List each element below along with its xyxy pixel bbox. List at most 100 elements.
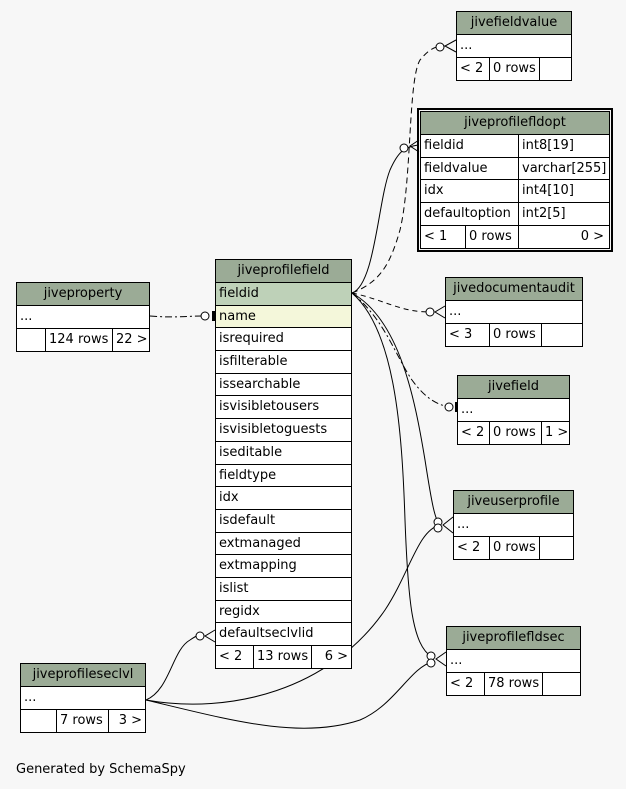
marker-seclvlid [195, 631, 205, 641]
marker-userprofile-2 [433, 523, 443, 533]
marker-docaudit [425, 307, 435, 317]
table-header: jivefieldvalue [457, 12, 571, 35]
parents-count: < 2 [458, 421, 490, 444]
edge-seclvl-userprofile [145, 524, 441, 705]
table-jiveprofileseclvl[interactable]: jiveprofileseclvl ... 7 rows 3 > [20, 663, 146, 733]
parents-count: < 2 [216, 646, 254, 668]
edge-jivedocumentaudit [351, 292, 431, 313]
row-count: 78 rows [485, 672, 543, 695]
marker-property [200, 311, 210, 321]
table-row: regidx [216, 601, 351, 624]
table-row: isfilterable [216, 351, 351, 374]
table-jiveprofilefield[interactable]: jiveprofilefield fieldid name isrequired… [215, 259, 352, 669]
marker-fieldvalue [435, 42, 445, 52]
table-row: issearchable [216, 374, 351, 397]
generated-by-credit: Generated by SchemaSpy [16, 762, 186, 777]
children-count: 3 > [118, 712, 142, 728]
parents-count [21, 709, 57, 732]
marker-fldsec-2 [426, 658, 436, 668]
parents-count [17, 328, 46, 351]
children-count: 0 > [580, 228, 604, 244]
table-footer: < 1 0 rows 0 > [421, 225, 609, 248]
parents-count: < 2 [447, 672, 485, 695]
table-row: ... [446, 301, 582, 324]
edge-jiveproperty [149, 315, 206, 318]
table-row: name [216, 305, 351, 329]
edge-jivefield [351, 292, 451, 408]
table-row: extmapping [216, 555, 351, 578]
row-count: 0 rows [490, 57, 540, 80]
table-row: fieldtype [216, 465, 351, 488]
table-row: ... [454, 514, 573, 537]
table-jiveprofilefldsec[interactable]: jiveprofilefldsec ... < 2 78 rows [446, 626, 581, 696]
table-header: jiveprofilefldopt [421, 112, 609, 135]
edge-jiveprofilefldopt [351, 144, 419, 294]
table-footer: < 2 78 rows [447, 672, 580, 695]
table-row: fieldid int8[19] [421, 135, 609, 158]
row-count: 0 rows [466, 225, 519, 248]
edge-seclvl-field [145, 634, 201, 701]
edge-seclvl-fldsec [145, 661, 433, 729]
parents-count: < 2 [457, 57, 490, 80]
row-count: 0 rows [490, 421, 542, 444]
table-header: jiveproperty [17, 283, 149, 306]
table-footer: < 2 0 rows 1 > [458, 421, 569, 444]
table-row: ... [457, 35, 571, 58]
table-row: defaultseclvlid [216, 623, 351, 646]
table-row: extmanaged [216, 533, 351, 556]
children-count [542, 324, 582, 346]
row-count: 0 rows [490, 536, 540, 559]
table-row: fieldid [216, 283, 351, 306]
table-footer: < 2 13 rows 6 > [216, 646, 351, 668]
row-count: 124 rows [46, 328, 113, 351]
table-jiveproperty[interactable]: jiveproperty ... 124 rows 22 > [16, 282, 150, 352]
table-header: jiveprofilefldsec [447, 627, 580, 650]
table-footer: < 3 0 rows [446, 323, 582, 346]
table-header: jiveprofileseclvl [21, 664, 145, 687]
column-name: defaultoption [421, 203, 519, 225]
table-row: isrequired [216, 328, 351, 352]
edge-jiveuserprofile [351, 292, 441, 526]
table-row: ... [458, 399, 569, 422]
table-header: jivedocumentaudit [446, 278, 582, 301]
table-row: isvisibletousers [216, 396, 351, 420]
table-row: idx [216, 487, 351, 510]
table-row: isdefault [216, 510, 351, 533]
table-row: ... [17, 306, 149, 329]
table-jiveuserprofile[interactable]: jiveuserprofile ... < 2 0 rows [453, 490, 574, 560]
table-jivedocumentaudit[interactable]: jivedocumentaudit ... < 3 0 rows [445, 277, 583, 347]
table-footer: 124 rows 22 > [17, 328, 149, 351]
column-type: int8[19] [522, 138, 574, 153]
table-footer: 7 rows 3 > [21, 709, 145, 732]
table-row: isvisibletoguests [216, 419, 351, 442]
edge-jiveprofilefldsec [351, 292, 433, 658]
table-row: ... [447, 650, 580, 673]
table-row: iseditable [216, 442, 351, 465]
column-name: fieldvalue [421, 157, 519, 180]
table-jiveprofilefldopt[interactable]: jiveprofilefldopt fieldid int8[19] field… [417, 108, 613, 252]
edge-jivefieldvalue [351, 45, 446, 294]
table-jivefieldvalue[interactable]: jivefieldvalue ... < 2 0 rows [456, 11, 572, 81]
table-header: jivefield [458, 376, 569, 399]
children-count [540, 58, 571, 80]
table-footer: < 2 0 rows [457, 57, 571, 80]
row-count: 0 rows [490, 323, 542, 346]
children-count: 1 > [545, 424, 569, 440]
column-type: int4[10] [522, 183, 574, 199]
parents-count: < 3 [446, 323, 490, 346]
children-count: 6 > [324, 649, 348, 664]
parents-count: < 2 [454, 536, 490, 559]
column-type: int2[5] [522, 206, 566, 222]
children-count [543, 673, 580, 695]
column-type: varchar[255] [522, 160, 607, 176]
table-row: ... [21, 687, 145, 710]
column-name: idx [421, 180, 519, 203]
table-row: idx int4[10] [421, 180, 609, 204]
parents-count: < 1 [421, 225, 466, 248]
table-jivefield[interactable]: jivefield ... < 2 0 rows 1 > [457, 375, 570, 445]
children-count: 22 > [116, 331, 148, 347]
marker-fldopt [399, 143, 409, 153]
table-row: defaultoption int2[5] [421, 203, 609, 226]
row-count: 13 rows [254, 646, 312, 668]
